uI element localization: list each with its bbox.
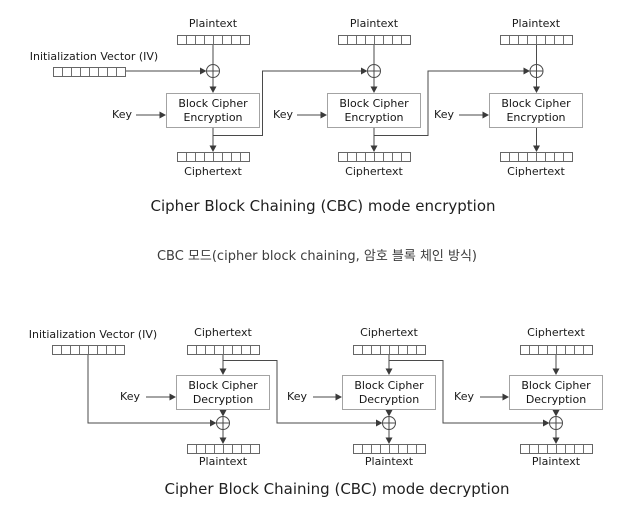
xor-icon bbox=[529, 64, 544, 78]
ciphertext-block bbox=[186, 345, 260, 355]
box-text-line2: Decryption bbox=[525, 392, 587, 406]
encryption-connector-lines bbox=[126, 45, 537, 147]
box-text-line1: Block Cipher bbox=[501, 96, 571, 110]
box-text-line1: Block Cipher bbox=[178, 96, 248, 110]
plaintext-block bbox=[352, 444, 426, 454]
ciphertext-label: Ciphertext bbox=[507, 165, 565, 178]
ciphertext-label: Ciphertext bbox=[527, 326, 585, 339]
key-label: Key bbox=[434, 108, 454, 121]
block-cipher-decryption-box: Block Cipher Decryption bbox=[509, 375, 603, 410]
box-text-line2: Decryption bbox=[358, 392, 420, 406]
ciphertext-label: Ciphertext bbox=[184, 165, 242, 178]
plaintext-label: Plaintext bbox=[349, 17, 399, 30]
ciphertext-label: Ciphertext bbox=[345, 165, 403, 178]
box-text-line2: Encryption bbox=[183, 110, 243, 124]
key-label: Key bbox=[112, 108, 132, 121]
plaintext-label: Plaintext bbox=[511, 17, 561, 30]
korean-caption: CBC 모드(cipher block chaining, 암호 블록 체인 방… bbox=[156, 249, 478, 264]
box-text-line1: Block Cipher bbox=[188, 378, 258, 392]
ciphertext-label: Ciphertext bbox=[194, 326, 252, 339]
plaintext-block bbox=[176, 35, 250, 45]
xor-icon bbox=[549, 416, 563, 430]
encryption-figure-title: Cipher Block Chaining (CBC) mode encrypt… bbox=[150, 197, 496, 215]
plaintext-label: Plaintext bbox=[531, 455, 581, 468]
box-text-line1: Block Cipher bbox=[339, 96, 409, 110]
key-label: Key bbox=[454, 390, 474, 403]
iv-label: Initialization Vector (IV) bbox=[28, 328, 158, 341]
box-text-line1: Block Cipher bbox=[521, 378, 591, 392]
block-cipher-encryption-box: Block Cipher Encryption bbox=[327, 93, 421, 128]
plaintext-block bbox=[186, 444, 260, 454]
box-text-line1: Block Cipher bbox=[354, 378, 424, 392]
block-cipher-decryption-box: Block Cipher Decryption bbox=[342, 375, 436, 410]
plaintext-block bbox=[337, 35, 411, 45]
plaintext-label: Plaintext bbox=[198, 455, 248, 468]
ciphertext-block bbox=[352, 345, 426, 355]
box-text-line2: Decryption bbox=[192, 392, 254, 406]
ciphertext-block bbox=[176, 152, 250, 162]
ciphertext-block bbox=[519, 345, 593, 355]
ciphertext-block bbox=[337, 152, 411, 162]
xor-icon bbox=[367, 64, 381, 78]
plaintext-block bbox=[500, 35, 573, 45]
iv-block bbox=[51, 345, 125, 355]
iv-label: Initialization Vector (IV) bbox=[29, 50, 159, 63]
plaintext-label: Plaintext bbox=[364, 455, 414, 468]
ciphertext-label: Ciphertext bbox=[360, 326, 418, 339]
block-cipher-decryption-box: Block Cipher Decryption bbox=[176, 375, 270, 410]
key-label: Key bbox=[287, 390, 307, 403]
xor-icon bbox=[382, 416, 396, 430]
key-label: Key bbox=[273, 108, 293, 121]
decryption-connector-lines bbox=[87, 355, 557, 439]
ciphertext-block bbox=[500, 152, 573, 162]
xor-icon bbox=[216, 416, 230, 430]
xor-icon bbox=[206, 64, 220, 78]
decryption-connectors bbox=[87, 355, 563, 444]
iv-block bbox=[53, 67, 126, 77]
block-cipher-encryption-box: Block Cipher Encryption bbox=[489, 93, 583, 128]
encryption-connectors bbox=[126, 45, 544, 152]
plaintext-block bbox=[519, 444, 593, 454]
plaintext-label: Plaintext bbox=[188, 17, 238, 30]
box-text-line2: Encryption bbox=[344, 110, 404, 124]
block-cipher-encryption-box: Block Cipher Encryption bbox=[166, 93, 260, 128]
key-label: Key bbox=[120, 390, 140, 403]
decryption-figure-title: Cipher Block Chaining (CBC) mode decrypt… bbox=[164, 480, 510, 498]
box-text-line2: Encryption bbox=[506, 110, 566, 124]
